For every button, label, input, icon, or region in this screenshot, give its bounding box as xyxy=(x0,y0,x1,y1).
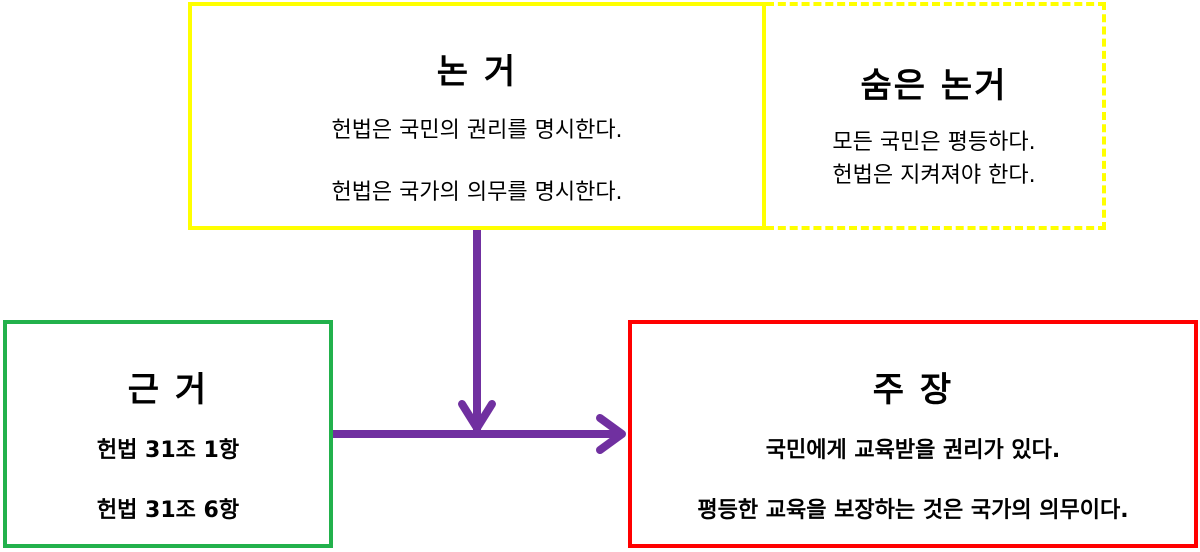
warrant-title: 논 거 xyxy=(436,52,518,92)
grounds-title: 근 거 xyxy=(127,370,209,410)
hidden-warrant-line-1: 모든 국민은 평등하다. xyxy=(832,130,1036,155)
claim-line-1: 국민에게 교육받을 권리가 있다. xyxy=(765,438,1061,463)
hidden-warrant-box: 숨은 논거 모든 국민은 평등하다. 헌법은 지켜져야 한다. xyxy=(766,2,1106,230)
warrant-arrowhead xyxy=(458,400,496,432)
claim-title: 주 장 xyxy=(872,370,954,410)
hidden-warrant-line-2: 헌법은 지켜져야 한다. xyxy=(832,163,1036,188)
grounds-box: 근 거 헌법 31조 1항 헌법 31조 6항 xyxy=(3,320,333,548)
warrant-line-1: 헌법은 국민의 권리를 명시한다. xyxy=(331,118,623,143)
claim-line-2: 평등한 교육을 보장하는 것은 국가의 의무이다. xyxy=(697,498,1129,523)
claim-box: 주 장 국민에게 교육받을 권리가 있다. 평등한 교육을 보장하는 것은 국가… xyxy=(628,320,1198,548)
claim-arrowhead xyxy=(596,414,626,454)
warrant-line-2: 헌법은 국가의 의무를 명시한다. xyxy=(331,180,623,205)
warrant-box: 논 거 헌법은 국민의 권리를 명시한다. 헌법은 국가의 의무를 명시한다. xyxy=(188,2,766,230)
grounds-line-1: 헌법 31조 1항 xyxy=(96,438,240,463)
hidden-warrant-title: 숨은 논거 xyxy=(860,66,1008,106)
grounds-line-2: 헌법 31조 6항 xyxy=(96,498,240,523)
